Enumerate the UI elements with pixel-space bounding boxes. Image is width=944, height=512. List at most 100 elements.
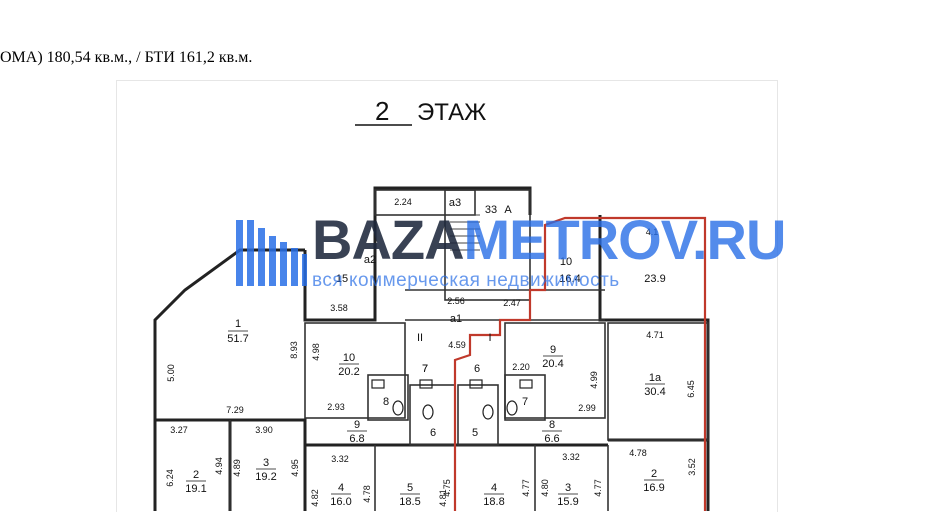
dim: 3.90 xyxy=(255,425,273,435)
watermark-bar xyxy=(291,248,298,286)
stair-hatch xyxy=(450,214,480,251)
small-label: 5 xyxy=(472,427,478,439)
watermark-bar xyxy=(269,236,276,286)
room-number: 10 xyxy=(343,352,355,364)
room-number: 10 xyxy=(560,256,572,268)
room-number: 4 xyxy=(491,482,497,494)
watermark-bars xyxy=(236,220,307,286)
dim: 2.99 xyxy=(578,403,596,413)
dim: 2.93 xyxy=(327,402,345,412)
dim: 4.99 xyxy=(589,371,599,389)
watermark-bar xyxy=(258,228,265,286)
watermark-logo-icon xyxy=(236,220,307,286)
sink-icon xyxy=(519,379,533,389)
toilet-icon xyxy=(482,404,494,420)
dimension-labels: 2.24 3.58 2.56 2.47 4.59 4.71 8.93 4.98 … xyxy=(165,197,697,507)
room-area: 20.2 xyxy=(338,366,359,378)
room-area: 19.1 xyxy=(185,483,206,495)
dim: 4.77 xyxy=(593,479,603,497)
dim: 4.78 xyxy=(362,485,372,503)
room-area: 19.2 xyxy=(255,471,276,483)
dim: 4.95 xyxy=(290,459,300,477)
watermark-bar xyxy=(247,220,254,286)
room-number: 3 xyxy=(565,482,571,494)
small-label: I xyxy=(488,332,491,344)
small-label: 6 xyxy=(474,363,480,375)
room-number: 3 xyxy=(263,457,269,469)
room-number: a1 xyxy=(450,313,462,325)
toilet-icon xyxy=(506,400,518,416)
dim: 3.52 xyxy=(687,458,697,476)
dim: 4.1 xyxy=(646,227,659,237)
dim: 4.77 xyxy=(521,479,531,497)
dim: 3.27 xyxy=(170,425,188,435)
room-area: 6.6 xyxy=(544,433,559,445)
dim: 4.98 xyxy=(311,343,321,361)
small-label: 33 xyxy=(485,204,497,216)
watermark-bar xyxy=(280,242,287,286)
small-label: A xyxy=(504,204,512,216)
room-area: 20.4 xyxy=(542,358,563,370)
dim: 3.32 xyxy=(562,452,580,462)
room-area: 15.9 xyxy=(557,496,578,508)
dim: 4.71 xyxy=(646,330,664,340)
dim: 4.81 xyxy=(438,489,448,507)
room-number: 4 xyxy=(338,482,344,494)
room-number: 9 xyxy=(354,419,360,431)
room-number: a2 xyxy=(364,254,376,266)
room-number: 1a xyxy=(649,372,662,384)
sink-icon xyxy=(469,379,483,389)
room-label-underlines xyxy=(186,330,665,495)
dim: 4.89 xyxy=(232,459,242,477)
room-area: 18.8 xyxy=(483,496,504,508)
dim: 4.80 xyxy=(540,479,550,497)
room-area: 6.8 xyxy=(349,433,364,445)
sink-icon xyxy=(419,379,433,389)
room-area: 30.4 xyxy=(644,386,665,398)
room-area: 51.7 xyxy=(227,333,248,345)
dim: 2.20 xyxy=(512,362,530,372)
dim: 3.58 xyxy=(330,303,348,313)
room-area: 15 xyxy=(336,273,348,285)
dim: 8.93 xyxy=(289,341,299,359)
dim: 4.94 xyxy=(214,457,224,475)
watermark-title: BAZAMETROV.RU xyxy=(312,208,787,272)
room-box-9 xyxy=(504,322,606,419)
sink-icon xyxy=(371,379,385,389)
dim: 2.47 xyxy=(503,298,521,308)
wc-left xyxy=(367,374,409,421)
room-labels: 1 51.7 2 19.1 3 19.2 4 16.0 5 18.5 4 18.… xyxy=(185,197,665,508)
room-area: 16.9 xyxy=(643,482,664,494)
watermark-bar xyxy=(302,254,307,286)
room-area: 16.4 xyxy=(559,273,580,285)
small-label: 6 xyxy=(430,427,436,439)
dim: 3.32 xyxy=(331,454,349,464)
room-area: 18.5 xyxy=(399,496,420,508)
room-area: 16.0 xyxy=(330,496,351,508)
small-label: 7 xyxy=(422,363,428,375)
plan-caption: ОМА) 180,54 кв.м., / БТИ 161,2 кв.м. xyxy=(0,49,253,66)
room-number: 2 xyxy=(193,469,199,481)
sanitary-fixtures xyxy=(371,379,533,420)
toilet-icon xyxy=(422,404,434,420)
dim: 7.29 xyxy=(226,405,244,415)
watermark-brand-blue: METROV.RU xyxy=(463,208,787,271)
watermark-brand-dark: BAZA xyxy=(312,208,465,271)
stair-box xyxy=(444,189,531,301)
small-label: 8 xyxy=(383,396,389,408)
dim: 6.24 xyxy=(165,469,175,487)
room-box-1a xyxy=(607,322,709,441)
room-box-5 xyxy=(457,384,499,446)
room-box-a3 xyxy=(374,189,476,216)
toilet-icon xyxy=(392,400,404,416)
small-label: II xyxy=(417,332,423,344)
dim: 4.75 xyxy=(442,479,452,497)
floor-number: 2 xyxy=(375,96,389,126)
dim: 6.45 xyxy=(686,380,696,398)
watermark-subtitle: вся коммерческая недвижимость xyxy=(312,270,620,291)
dim: 4.59 xyxy=(448,340,466,350)
dim: 4.82 xyxy=(310,489,320,507)
room-number: 9 xyxy=(550,344,556,356)
room-number: 1 xyxy=(235,318,241,330)
